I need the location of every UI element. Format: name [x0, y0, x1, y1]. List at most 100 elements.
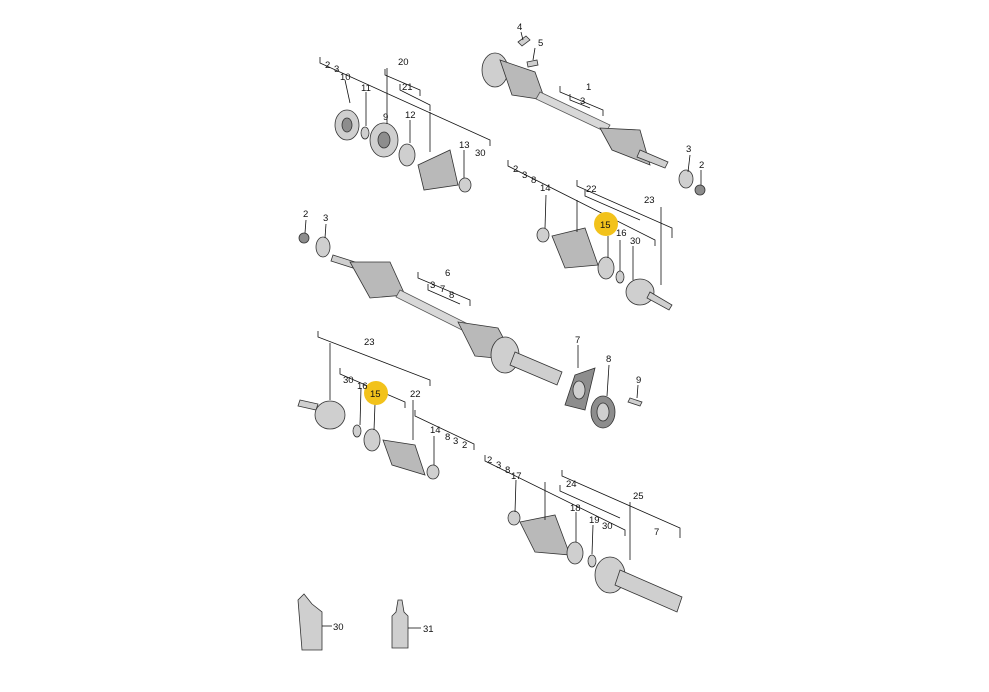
callout-label: 8 — [531, 175, 536, 186]
callout-label: 30 — [343, 375, 354, 386]
bracket-line — [584, 190, 641, 221]
callout-label: 8 — [606, 354, 611, 365]
bracket-line — [399, 84, 431, 111]
callout-label: 3 — [522, 170, 527, 181]
nut-part — [694, 184, 706, 196]
grease-tube-part — [297, 593, 323, 651]
callout-label: 2 — [303, 209, 308, 220]
callout-label: 3 — [334, 64, 339, 75]
callout-label: 8 — [445, 432, 450, 443]
bracket-line — [559, 86, 604, 116]
callout-label: 10 — [340, 72, 351, 83]
washer-part — [315, 236, 331, 258]
outer-joint-part — [625, 278, 655, 306]
bracket-line — [317, 331, 431, 386]
bracket-line — [427, 284, 461, 305]
outer-stub-part — [297, 399, 319, 411]
callout-label: 7 — [440, 284, 445, 295]
boot-part — [551, 227, 599, 269]
bracket-line — [576, 180, 673, 238]
boot-part — [417, 149, 459, 191]
boot-part — [519, 514, 571, 556]
leader-line — [544, 194, 547, 229]
callout-label: 3 — [496, 460, 501, 471]
screw-part — [627, 397, 643, 407]
group-outer-joint-left: 23 30 16 15 22 14 8 3 2 — [297, 331, 475, 480]
bearing-center — [596, 402, 610, 422]
leader-line — [324, 223, 327, 239]
callout-label: 8 — [505, 465, 510, 476]
bracket-line — [319, 57, 491, 146]
callout-label: 3 — [430, 280, 435, 291]
stub-shaft-part — [509, 351, 563, 386]
bracket-line — [484, 455, 626, 536]
nut-part — [298, 232, 310, 244]
callout-label: 8 — [449, 290, 454, 301]
callout-label: 15 — [370, 389, 381, 400]
callout-label: 22 — [586, 184, 597, 195]
leader-line — [591, 524, 594, 555]
callout-label: 16 — [616, 228, 627, 239]
bracket-line — [414, 410, 475, 450]
flange-hole — [341, 117, 353, 133]
callout-label: 12 — [405, 110, 416, 121]
callout-label: 2 — [487, 455, 492, 466]
group-flange-parts: 7 8 9 — [564, 335, 643, 429]
callout-label: 3 — [580, 96, 585, 107]
clamp-part — [363, 428, 381, 452]
callout-label: 2 — [699, 160, 704, 171]
group-consumables: 30 31 — [297, 593, 434, 651]
leader-line — [514, 479, 517, 513]
clamp-part — [398, 143, 416, 167]
callout-label: 3 — [686, 144, 691, 155]
leader-line — [344, 79, 351, 104]
callout-label: 17 — [511, 471, 522, 482]
circlip-part — [360, 126, 370, 140]
callout-label: 20 — [398, 57, 409, 68]
leader-line — [636, 384, 639, 399]
group-top-shaft: 4 5 1 3 3 2 — [481, 22, 706, 196]
shaft-part — [535, 91, 611, 133]
outer-joint-part — [314, 400, 346, 430]
small-clamp-part — [536, 227, 550, 243]
highlight-marker — [594, 212, 618, 236]
bracket-line — [559, 485, 621, 519]
boot-part — [382, 439, 426, 476]
callout-label: 9 — [383, 112, 388, 123]
inner-boot-part — [499, 59, 546, 101]
callout-label: 7 — [654, 527, 659, 538]
callout-label: 9 — [636, 375, 641, 386]
circlip-part — [587, 554, 597, 568]
callout-label: 25 — [633, 491, 644, 502]
callout-label: 13 — [459, 140, 470, 151]
small-clamp-part — [426, 464, 440, 480]
screw-part — [526, 59, 539, 68]
callout-label: 22 — [410, 389, 421, 400]
callout-label: 23 — [364, 337, 375, 348]
callout-label: 21 — [402, 82, 413, 93]
group-top-left-joint: 2 3 10 20 21 11 9 12 13 30 — [319, 57, 491, 193]
outer-stub-part — [330, 254, 356, 269]
callout-label: 19 — [589, 515, 600, 526]
highlight-marker — [364, 381, 388, 405]
callout-label: 16 — [357, 381, 368, 392]
leader-line — [359, 387, 362, 426]
sealant-bottle-part — [391, 599, 409, 649]
outer-boot-part — [349, 261, 406, 299]
outer-stub-part — [636, 149, 669, 169]
plate-hole — [572, 380, 586, 400]
callout-label: 11 — [361, 83, 371, 94]
callout-label: 5 — [538, 38, 543, 49]
bracket-line — [569, 94, 591, 109]
group-middle-shaft: 2 3 6 3 7 8 — [298, 209, 563, 386]
leader-line — [532, 47, 536, 61]
callout-label: 2 — [325, 60, 330, 71]
joint-center — [377, 131, 391, 149]
callout-label: 15 — [600, 220, 611, 231]
leader-line — [520, 31, 524, 41]
callout-label: 2 — [513, 164, 518, 175]
bracket-line — [417, 272, 471, 306]
callout-label: 31 — [423, 624, 434, 635]
circlip-part — [352, 424, 362, 438]
bracket-line — [561, 470, 681, 538]
